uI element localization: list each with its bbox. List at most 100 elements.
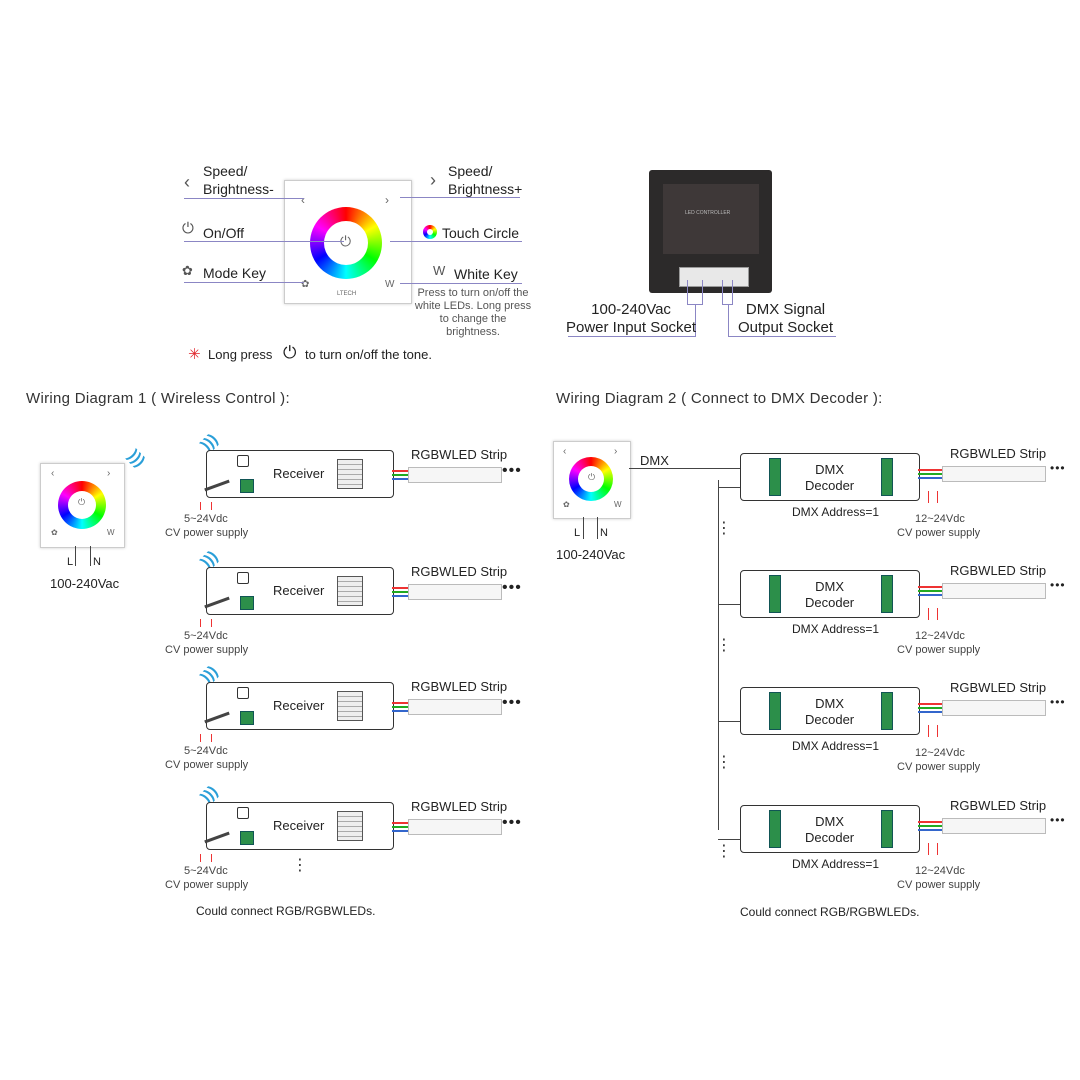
receiver-device: Receiver xyxy=(206,802,394,850)
power-label-icon: ⏻ xyxy=(182,220,194,237)
led-strip xyxy=(942,583,1046,599)
strip-continue-dots: ••• xyxy=(502,462,522,479)
diagram2-panel: ‹ › ⏻ ✿ W xyxy=(553,441,631,519)
panel-front-section: ‹ › ⏻ ✿ W LTECH ‹ Speed/ Brightness- ⏻ O… xyxy=(0,0,1080,370)
white-key-icon[interactable]: W xyxy=(385,279,395,290)
strip-label: RGBWLED Strip xyxy=(411,447,508,462)
dmx-address-label: DMX Address=1 xyxy=(792,505,880,519)
led-strip xyxy=(408,584,502,600)
diagram1-title: Wiring Diagram 1 ( Wireless Control ): xyxy=(26,390,290,407)
speed-plus-label: Speed/ Brightness+ xyxy=(448,163,523,197)
long-press-power-icon: ⏻ xyxy=(283,343,297,362)
speed-minus-label: Speed/ Brightness- xyxy=(203,163,274,197)
strip-continue-dots: ••• xyxy=(1050,695,1066,709)
dmx-output-socket-label: DMX Signal Output Socket xyxy=(738,301,834,336)
diagram1-panel-power-label: 100-240Vac xyxy=(50,576,120,591)
chevron-left-icon[interactable]: ‹ xyxy=(301,193,305,207)
diagram2-n-label: N xyxy=(600,527,608,539)
mode-label-icon: ✿ xyxy=(182,263,193,278)
power-icon[interactable]: ⏻ xyxy=(340,233,352,249)
receiver-device: Receiver xyxy=(206,450,394,498)
long-press-text-a: Long press xyxy=(208,347,273,362)
brand-logo: LTECH xyxy=(337,291,357,297)
chevron-right-icon[interactable]: › xyxy=(385,193,389,207)
strip-continue-dots: ••• xyxy=(502,579,522,596)
receiver-label: Receiver xyxy=(273,583,325,598)
strip-label: RGBWLED Strip xyxy=(950,446,1047,461)
led-strip xyxy=(408,819,502,835)
diagram2-more-dots: ⋮ xyxy=(716,843,732,860)
touch-circle-ring[interactable] xyxy=(310,207,382,279)
chevron-right-label-icon: › xyxy=(430,170,436,190)
diagram2-l-label: L xyxy=(574,527,581,539)
strip-label: RGBWLED Strip xyxy=(411,799,508,814)
long-press-text-b: to turn on/off the tone. xyxy=(305,347,432,362)
led-strip xyxy=(408,467,502,483)
white-key-label: White Key xyxy=(454,266,518,282)
mode-key-label: Mode Key xyxy=(203,265,267,281)
chain-dots: ⋮ xyxy=(716,520,732,537)
receiver-device: Receiver xyxy=(206,567,394,615)
led-strip xyxy=(408,699,502,715)
dmx-line-label: DMX xyxy=(640,453,669,468)
diagram1-panel: ‹ › ⏻ ✿ W xyxy=(40,463,125,548)
led-strip xyxy=(942,700,1046,716)
strip-continue-dots: ••• xyxy=(1050,461,1066,475)
strip-continue-dots: ••• xyxy=(1050,578,1066,592)
touch-panel-front: ‹ › ⏻ ✿ W LTECH xyxy=(284,180,412,304)
led-strip xyxy=(942,818,1046,834)
mode-icon[interactable]: ✿ xyxy=(301,279,310,290)
strip-continue-dots: ••• xyxy=(1050,813,1066,827)
receiver-device: Receiver xyxy=(206,682,394,730)
strip-label: RGBWLED Strip xyxy=(950,563,1047,578)
receiver-label: Receiver xyxy=(273,466,325,481)
diagram2-panel-power-label: 100-240Vac xyxy=(556,547,626,562)
strip-label: RGBWLED Strip xyxy=(950,798,1047,813)
panel-back-housing: LED CONTROLLER xyxy=(649,170,772,293)
diagram1-panel-wifi-icon: ))) xyxy=(124,446,149,471)
asterisk-icon: ✳ xyxy=(188,346,201,363)
receiver-label: Receiver xyxy=(273,698,325,713)
strip-label: RGBWLED Strip xyxy=(411,564,508,579)
dmx-address-label: DMX Address=1 xyxy=(792,857,880,871)
white-label-icon: W xyxy=(433,263,446,278)
dmx-address-label: DMX Address=1 xyxy=(792,739,880,753)
white-key-note: Press to turn on/off the white LEDs. Lon… xyxy=(414,287,532,338)
chain-dots: ⋮ xyxy=(716,754,732,771)
diagram1-l-label: L xyxy=(67,556,74,568)
diagram2-footer: Could connect RGB/RGBWLEDs. xyxy=(740,905,920,919)
led-strip xyxy=(942,466,1046,482)
dmx-address-label: DMX Address=1 xyxy=(792,622,880,636)
panel-back-section: LED CONTROLLER 100-240Vac Power Input So… xyxy=(560,160,860,350)
strip-label: RGBWLED Strip xyxy=(950,680,1047,695)
strip-continue-dots: ••• xyxy=(502,814,522,831)
dmx-daisy-chain-line xyxy=(718,480,719,830)
panel-back-label: LED CONTROLLER xyxy=(685,210,731,216)
touch-circle-label-icon xyxy=(423,225,437,239)
on-off-label: On/Off xyxy=(203,225,244,241)
chain-dots: ⋮ xyxy=(716,637,732,654)
strip-continue-dots: ••• xyxy=(502,694,522,711)
diagram1-footer: Could connect RGB/RGBWLEDs. xyxy=(196,904,376,918)
diagram1-more-dots: ⋮ xyxy=(292,857,308,874)
diagram2-title: Wiring Diagram 2 ( Connect to DMX Decode… xyxy=(556,390,883,407)
back-terminal-block xyxy=(679,267,749,287)
receiver-label: Receiver xyxy=(273,818,325,833)
touch-circle-label: Touch Circle xyxy=(442,225,520,241)
power-input-socket-label: 100-240Vac Power Input Socket xyxy=(566,301,697,336)
chevron-left-label-icon: ‹ xyxy=(184,172,190,192)
